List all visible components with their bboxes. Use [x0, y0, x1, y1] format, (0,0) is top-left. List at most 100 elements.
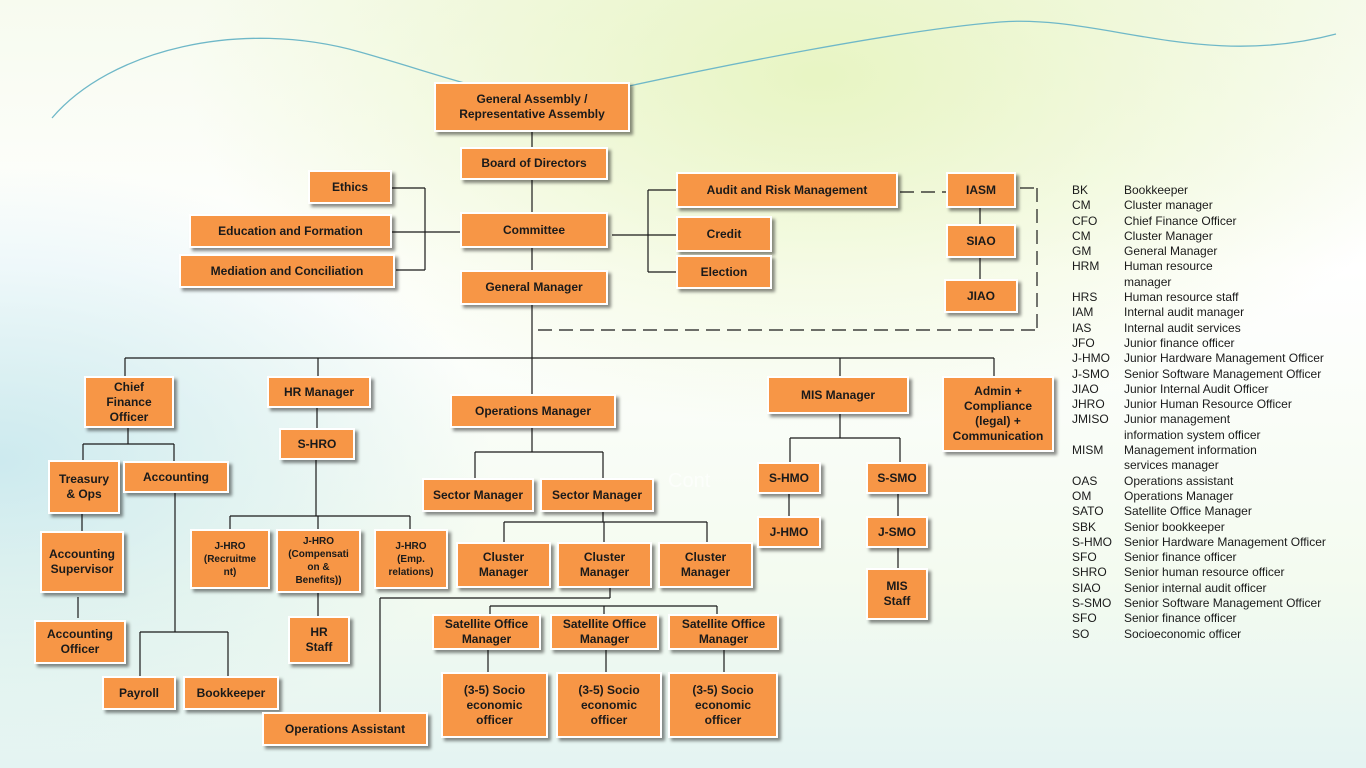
- legend-abbreviation: CM: [1072, 198, 1091, 213]
- legend-abbreviation: HRM: [1072, 259, 1100, 274]
- ethics-box: Ethics: [308, 170, 392, 204]
- legend-abbreviation: BK: [1072, 183, 1089, 197]
- cfo-box: Chief Finance Officer: [84, 376, 174, 428]
- socio-economic-officer-box: (3-5) Socio economic officer: [668, 672, 778, 738]
- watermark-text: Cont: [668, 470, 711, 492]
- legend-row: SATO Satellite Office Manager: [1072, 504, 1362, 519]
- legend-definition: Senior Hardware Management Officer: [1124, 534, 1326, 549]
- accounting-supervisor-box: Accounting Supervisor: [40, 531, 124, 593]
- legend-abbreviation: IAS: [1072, 320, 1092, 335]
- jhro-relations-box: J-HRO (Emp. relations): [374, 529, 448, 589]
- s-hmo-box: S-HMO: [757, 462, 821, 494]
- legend-abbreviation: JHRO: [1072, 397, 1105, 412]
- j-smo-box: J-SMO: [866, 516, 928, 548]
- mediation-conciliation-box: Mediation and Conciliation: [179, 254, 395, 288]
- legend-row: HRS Human resource staff: [1072, 290, 1362, 305]
- hr-staff-box: HR Staff: [288, 616, 350, 664]
- treasury-box: Treasury & Ops: [48, 460, 120, 514]
- legend-definition: Chief Finance Officer: [1124, 213, 1237, 228]
- legend-abbreviation: GM: [1072, 244, 1092, 259]
- legend-definition: Internal audit services: [1124, 320, 1241, 335]
- satellite-office-manager-box: Satellite Office Manager: [432, 614, 541, 650]
- payroll-box: Payroll: [102, 676, 176, 710]
- siao-box: SIAO: [946, 224, 1016, 258]
- legend-abbreviation: OM: [1072, 488, 1092, 503]
- legend-definition: Internal audit manager: [1124, 305, 1245, 320]
- legend-row: S-SMO Senior Software Management Officer: [1072, 596, 1362, 611]
- audit-risk-management-box: Audit and Risk Management: [676, 172, 898, 208]
- legend-abbreviation: IAM: [1072, 305, 1094, 320]
- mis-manager-box: MIS Manager: [767, 376, 909, 414]
- legend-definition: Cluster manager: [1124, 198, 1213, 213]
- legend-abbreviation: SHRO: [1072, 565, 1107, 580]
- legend-abbreviation: SATO: [1072, 504, 1104, 519]
- legend-definition: Senior internal audit officer: [1124, 580, 1267, 595]
- legend-row: CM Cluster manager: [1072, 198, 1362, 213]
- legend-definition: Human resource staff: [1124, 290, 1239, 305]
- legend-definition: Junior Human Resource Officer: [1124, 397, 1292, 412]
- legend-definition: Management information services manager: [1124, 443, 1257, 473]
- legend-definition: Cluster Manager: [1124, 228, 1213, 243]
- legend-row: JHRO Junior Human Resource Officer: [1072, 397, 1362, 412]
- legend-abbreviation: SFO: [1072, 611, 1097, 626]
- legend-abbreviation: J-HMO: [1072, 351, 1110, 366]
- s-smo-box: S-SMO: [866, 462, 928, 494]
- accounting-box: Accounting: [123, 461, 229, 493]
- satellite-office-manager-box: Satellite Office Manager: [668, 614, 779, 650]
- hr-manager-box: HR Manager: [267, 376, 371, 408]
- legend-row: SHRO Senior human resource officer: [1072, 565, 1362, 580]
- legend-definition: General Manager: [1124, 244, 1218, 259]
- legend-abbreviation: JFO: [1072, 335, 1095, 350]
- legend-row: IAM Internal audit manager: [1072, 305, 1362, 320]
- legend-definition: Human resource manager: [1124, 259, 1213, 289]
- operations-assistant-box: Operations Assistant: [262, 712, 428, 746]
- jhro-recruitment-box: J-HRO (Recruitme nt): [190, 529, 270, 589]
- general-manager-box: General Manager: [460, 270, 608, 305]
- legend-definition: Satellite Office Manager: [1124, 504, 1252, 519]
- legend-definition: Junior management information system off…: [1124, 412, 1261, 442]
- legend-abbreviation: S-SMO: [1072, 596, 1112, 611]
- committee-box: Committee: [460, 212, 608, 248]
- legend-abbreviation: CFO: [1072, 213, 1098, 228]
- legend-abbreviation: JIAO: [1072, 381, 1099, 396]
- legend-row: HRM Human resource manager: [1072, 259, 1362, 290]
- legend-row: SFO Senior finance officer: [1072, 611, 1362, 626]
- accounting-officer-box: Accounting Officer: [34, 620, 126, 664]
- cluster-manager-box: Cluster Manager: [557, 542, 652, 588]
- operations-manager-box: Operations Manager: [450, 394, 616, 428]
- legend-abbreviation: CM: [1072, 228, 1091, 243]
- legend-abbreviation: HRS: [1072, 290, 1098, 305]
- iasm-box: IASM: [946, 172, 1016, 208]
- sector-manager-box: Sector Manager: [422, 478, 534, 512]
- cluster-manager-box: Cluster Manager: [456, 542, 551, 588]
- legend-abbreviation: SO: [1072, 626, 1090, 641]
- legend-definition: Senior Software Management Officer: [1124, 366, 1322, 381]
- legend-definition: Senior finance officer: [1124, 611, 1237, 626]
- cluster-manager-box: Cluster Manager: [658, 542, 753, 588]
- legend-abbreviation: JMISO: [1072, 412, 1109, 427]
- general-assembly-box: General Assembly / Representative Assemb…: [434, 82, 630, 132]
- legend-row: CFO Chief Finance Officer: [1072, 214, 1362, 229]
- legend-abbreviation: SFO: [1072, 550, 1097, 565]
- legend-definition: Senior human resource officer: [1124, 565, 1285, 580]
- legend-definition: Senior Software Management Officer: [1124, 596, 1322, 611]
- election-box: Election: [676, 255, 772, 289]
- admin-compliance-box: Admin + Compliance (legal) + Communicati…: [942, 376, 1054, 452]
- legend-row: GM General Manager: [1072, 244, 1362, 259]
- mis-staff-box: MIS Staff: [866, 568, 928, 620]
- legend-row: IAS Internal audit services: [1072, 321, 1362, 336]
